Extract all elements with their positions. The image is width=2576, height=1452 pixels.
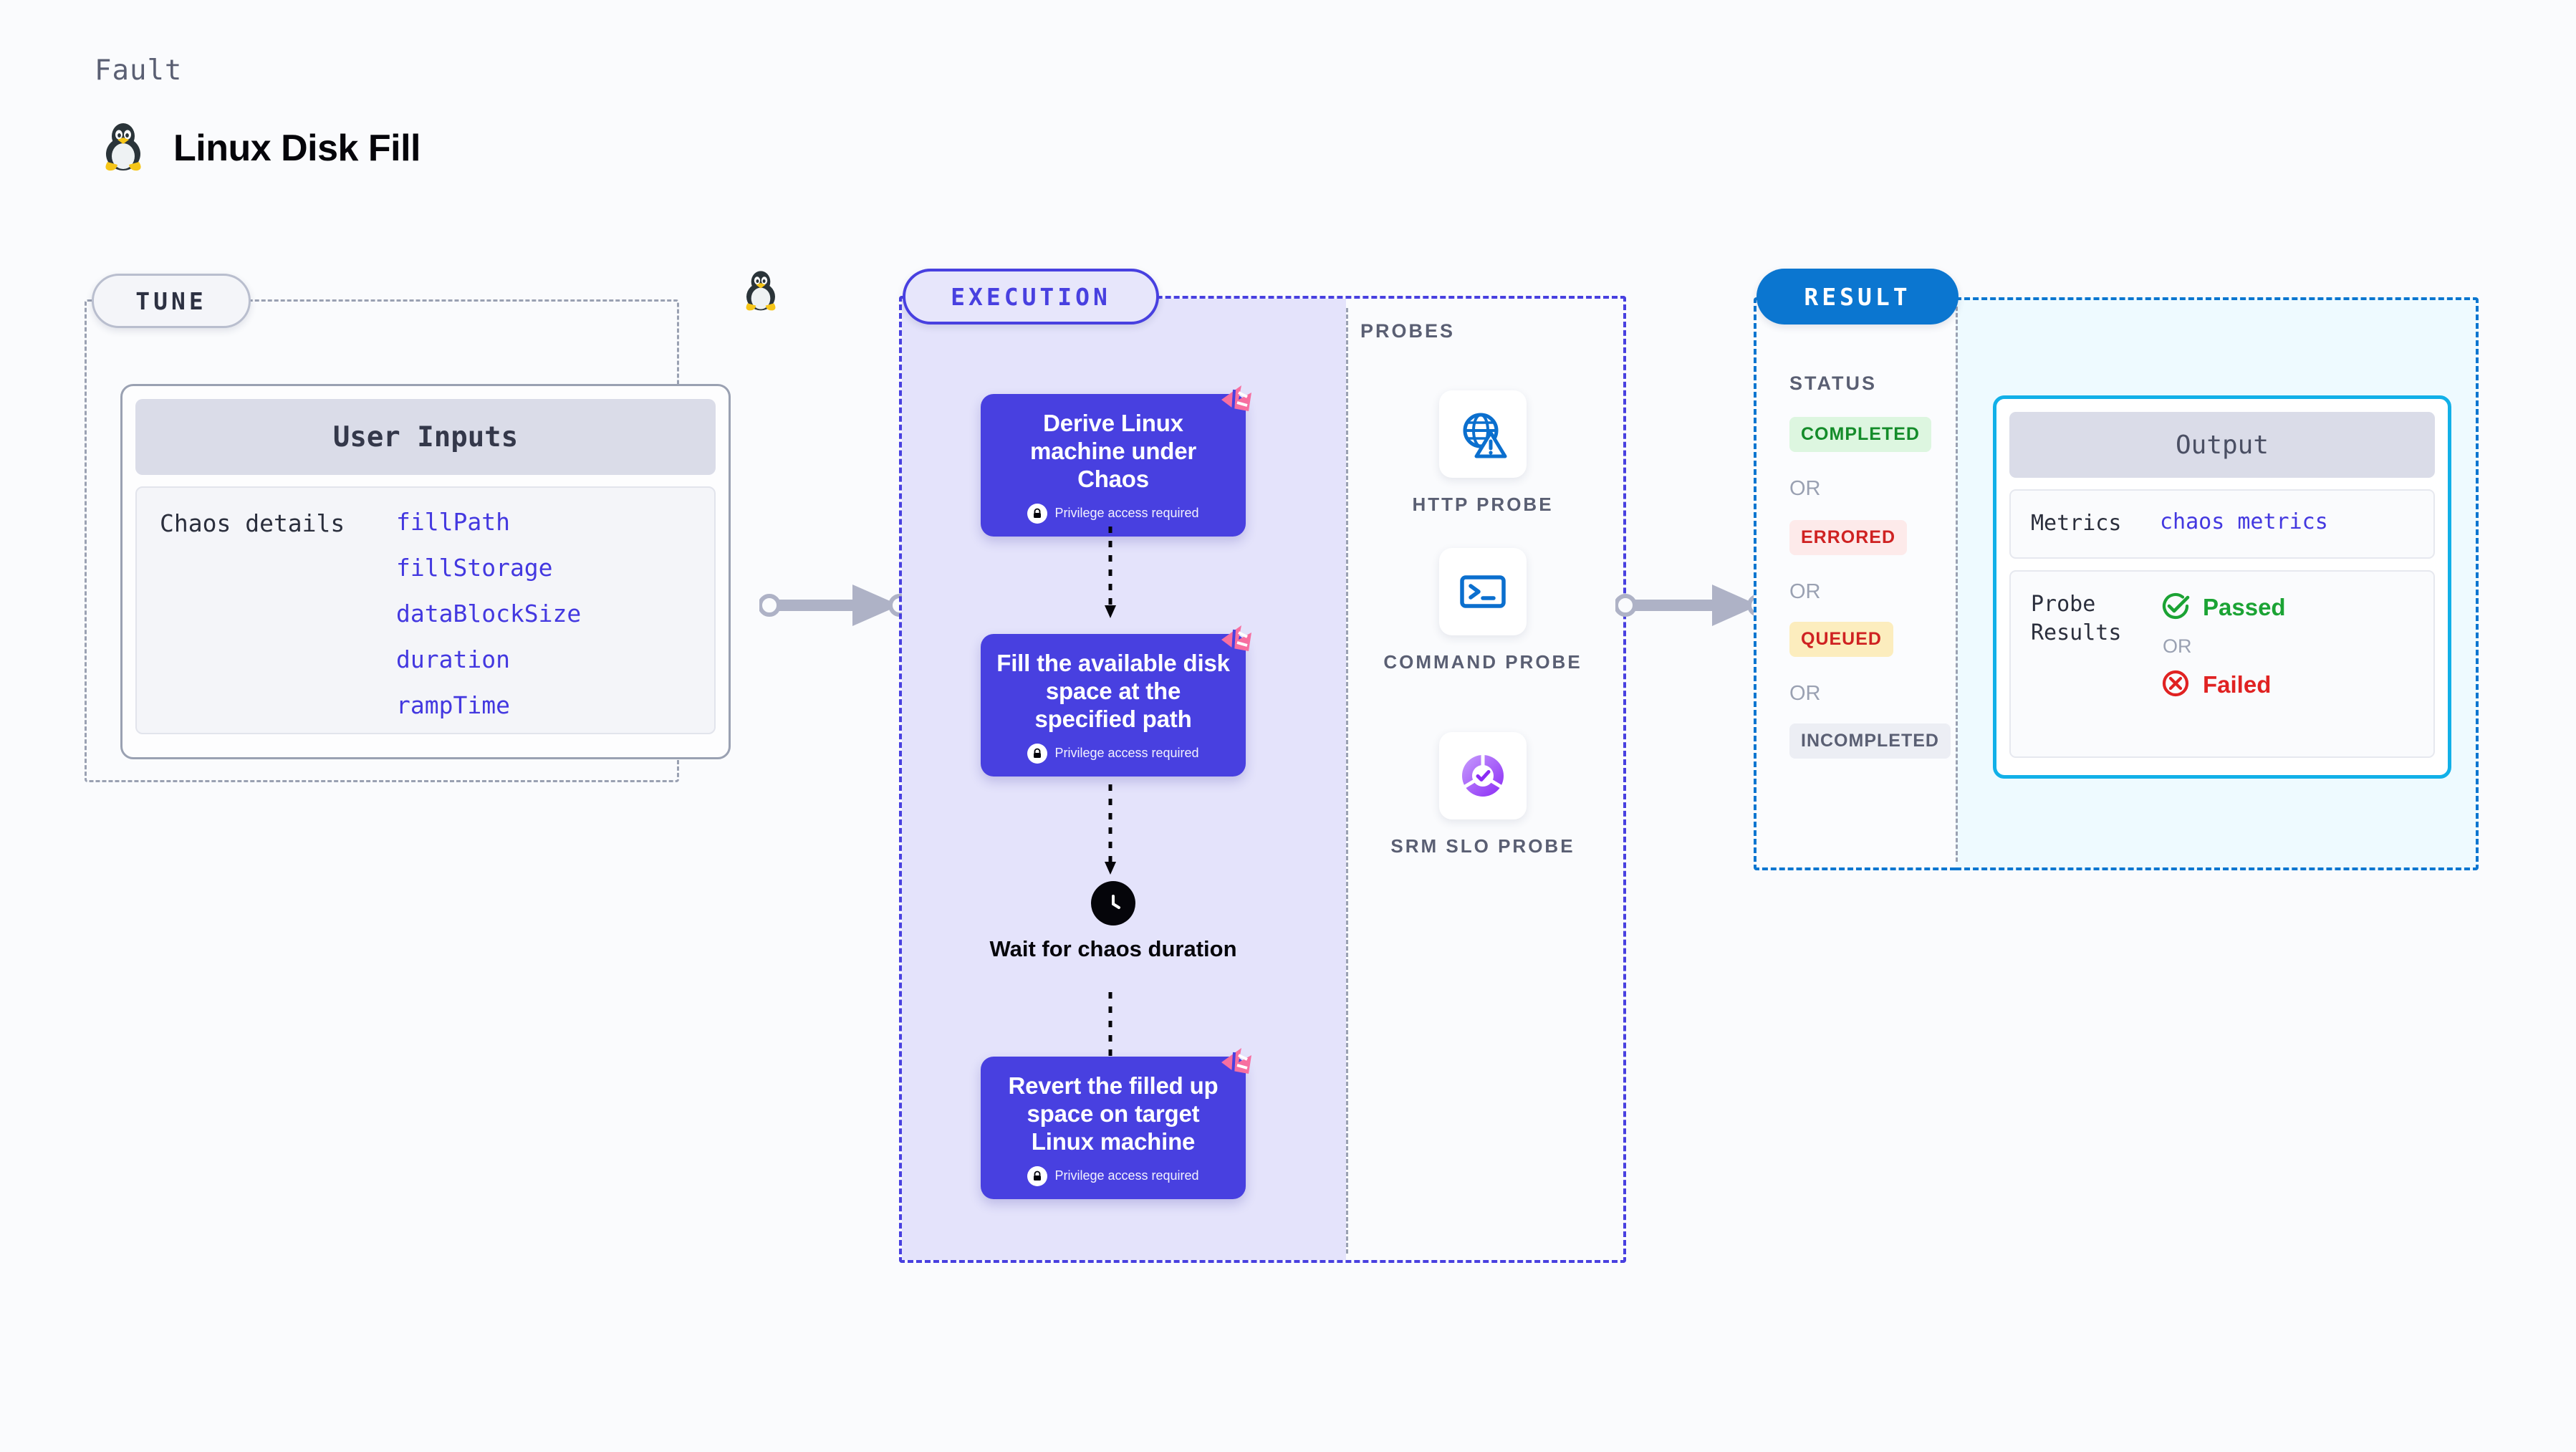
result-section-pill[interactable]: RESULT [1756, 269, 1959, 324]
lock-icon [1027, 503, 1048, 524]
execution-probes-boundary [899, 296, 1626, 1263]
status-or-3: OR [1789, 682, 1821, 705]
chaos-flag-icon [1217, 380, 1257, 423]
status-column-label: STATUS [1789, 372, 1877, 394]
output-probe-results-key: Probe Results [2031, 590, 2160, 648]
probe-command-label: COMMAND PROBE [1383, 651, 1582, 673]
execution-step-3-title: Revert the filled up space on target Lin… [1008, 1072, 1219, 1155]
probe-result-failed: Failed [2160, 668, 2286, 703]
slo-donut-check-icon [1439, 732, 1527, 819]
input-fillstorage[interactable]: fillStorage [396, 554, 553, 582]
execution-probes-divider [1346, 308, 1348, 1254]
probe-result-failed-label: Failed [2203, 671, 2272, 698]
fault-eyebrow-label: Fault [95, 54, 183, 87]
input-ramptime[interactable]: rampTime [396, 691, 510, 719]
execution-step-2-title: Fill the available disk space at the spe… [996, 650, 1230, 732]
chaos-details-key: Chaos details [160, 509, 345, 537]
input-duration[interactable]: duration [396, 645, 510, 673]
execution-section-pill[interactable]: EXECUTION [903, 269, 1159, 324]
tux-penguin-icon [100, 120, 146, 176]
input-datablocksize[interactable]: dataBlockSize [396, 600, 582, 628]
status-badge-errored: ERRORED [1789, 520, 1908, 555]
execution-flow-arrow-1 [1103, 527, 1118, 623]
probe-http[interactable]: HTTP PROBE [1365, 390, 1601, 517]
output-metrics-value[interactable]: chaos metrics [2160, 509, 2328, 534]
probe-result-passed-label: Passed [2203, 594, 2286, 620]
execution-step-2[interactable]: Fill the available disk space at the spe… [981, 625, 1251, 777]
lock-icon [1027, 743, 1048, 764]
check-circle-icon [2160, 590, 2191, 625]
execution-step-1-privilege-text: Privilege access required [1054, 506, 1199, 521]
user-inputs-header: User Inputs [135, 399, 716, 475]
status-badge-queued: QUEUED [1789, 622, 1893, 657]
terminal-icon [1439, 548, 1527, 635]
output-card: Output Metrics chaos metrics Probe Resul… [1993, 395, 2451, 779]
status-badge-incompleted: INCOMPLETED [1789, 723, 1951, 759]
status-or-2: OR [1789, 580, 1821, 603]
globe-warning-icon [1439, 390, 1527, 478]
execution-step-1-privilege: Privilege access required [995, 503, 1231, 524]
status-or-1: OR [1789, 477, 1821, 500]
chaos-flag-icon [1217, 1042, 1257, 1086]
status-badge-completed: COMPLETED [1789, 417, 1931, 452]
probe-srm-slo-label: SRM SLO PROBE [1390, 835, 1575, 857]
execution-step-3-privilege-text: Privilege access required [1054, 1168, 1199, 1183]
execution-step-3-privilege: Privilege access required [995, 1165, 1231, 1186]
output-probe-results-key-text: Probe Results [2031, 591, 2122, 646]
probes-to-result-arrow [1614, 573, 1770, 641]
tune-to-execution-arrow [758, 573, 911, 641]
output-probe-results-values: Passed OR Failed [2160, 590, 2286, 703]
tune-section-pill[interactable]: TUNE [92, 274, 251, 328]
user-inputs-body: Chaos details fillPath fillStorage dataB… [135, 486, 716, 734]
wait-for-chaos-duration-node: Wait for chaos duration [981, 881, 1246, 962]
user-inputs-card: User Inputs Chaos details fillPath fillS… [120, 384, 731, 759]
execution-step-1[interactable]: Derive Linux machine under Chaos Privile… [981, 385, 1251, 537]
probe-result-or: OR [2163, 635, 2192, 657]
wait-node-label: Wait for chaos duration [989, 936, 1237, 961]
probe-command[interactable]: COMMAND PROBE [1365, 548, 1601, 675]
output-metrics-key: Metrics [2031, 511, 2122, 536]
input-fillpath[interactable]: fillPath [396, 508, 510, 536]
x-circle-icon [2160, 668, 2191, 703]
output-card-header: Output [2009, 412, 2435, 478]
result-status-boundary [1754, 297, 1956, 870]
chaos-details-values: fillPath fillStorage dataBlockSize durat… [396, 508, 581, 733]
probe-srm-slo[interactable]: SRM SLO PROBE [1365, 732, 1601, 859]
output-metrics-row: Metrics chaos metrics [2009, 489, 2435, 559]
execution-step-3[interactable]: Revert the filled up space on target Lin… [981, 1048, 1251, 1199]
result-status-divider [1956, 307, 1958, 862]
chaos-flag-icon [1217, 620, 1257, 663]
execution-step-2-privilege: Privilege access required [995, 743, 1231, 764]
execution-step-1-title: Derive Linux machine under Chaos [1029, 410, 1197, 492]
execution-flow-arrow-2 [1103, 784, 1118, 880]
clock-icon [1091, 881, 1135, 925]
fault-title-row: Linux Disk Fill [100, 120, 421, 176]
probe-result-passed: Passed [2160, 590, 2286, 625]
probe-http-label: HTTP PROBE [1412, 494, 1554, 515]
probes-section-label: PROBES [1360, 320, 1456, 342]
output-probe-results-row: Probe Results Passed OR [2009, 569, 2435, 758]
lock-icon [1027, 1165, 1048, 1186]
page-title: Linux Disk Fill [173, 127, 421, 169]
tux-penguin-icon [741, 269, 780, 315]
execution-step-2-privilege-text: Privilege access required [1054, 746, 1199, 761]
